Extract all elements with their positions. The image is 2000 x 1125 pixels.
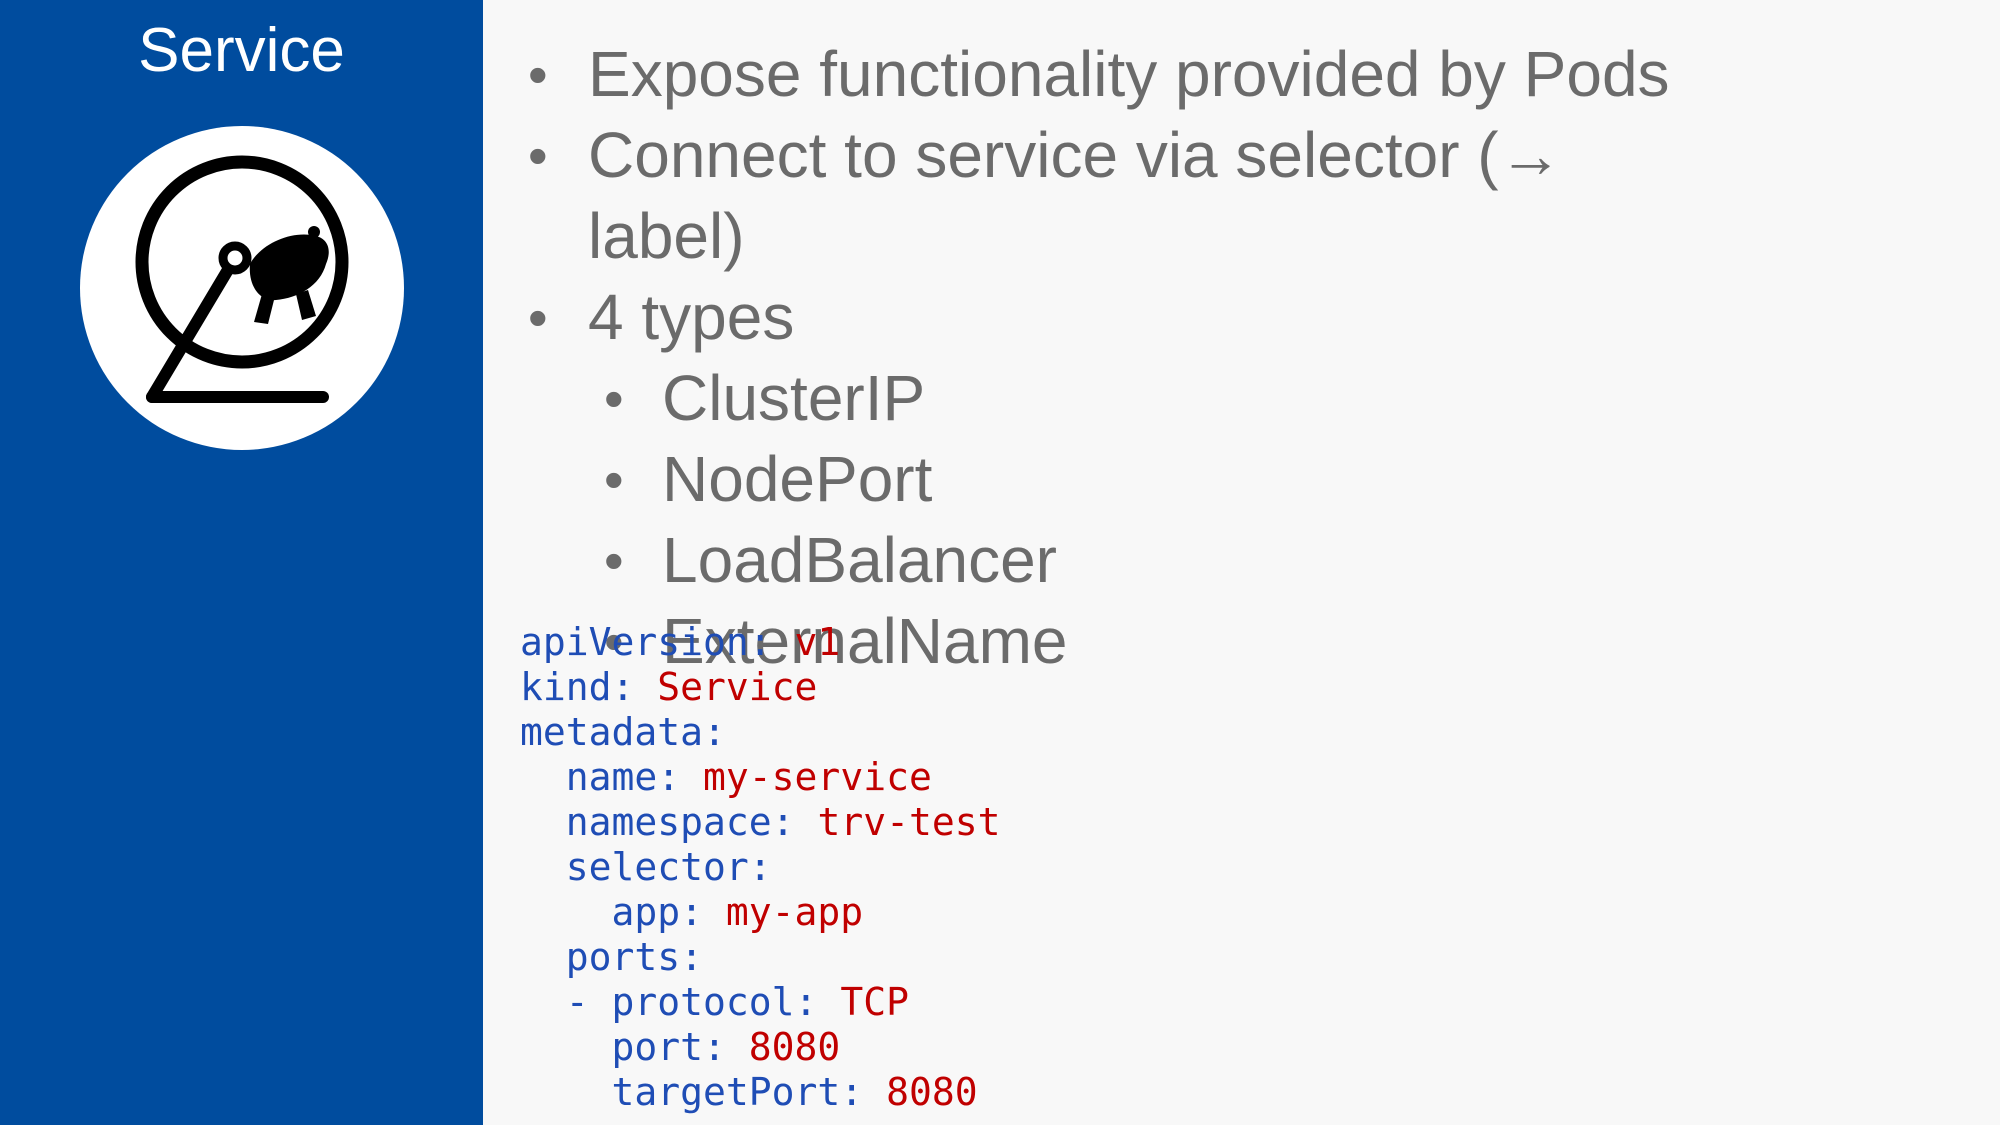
bullet-text: Expose functionality provided by Pods xyxy=(588,38,1670,110)
bullet-item: • 4 types xyxy=(520,277,1940,358)
code-value: 8080 xyxy=(886,1070,978,1114)
code-indent xyxy=(520,800,566,844)
code-line: namespace: trv-test xyxy=(520,800,1001,845)
bullet-dot: • xyxy=(528,43,548,106)
code-value: Service xyxy=(657,665,818,709)
bullet-item: • Expose functionality provided by Pods xyxy=(520,34,1940,115)
code-key: namespace: xyxy=(565,800,818,844)
code-line: metadata: xyxy=(520,710,1000,755)
code-indent xyxy=(520,935,566,979)
code-line: - protocol: TCP xyxy=(520,980,1000,1025)
code-key: metadata: xyxy=(520,710,726,754)
code-value: my-app xyxy=(725,890,864,934)
code-key: - protocol: xyxy=(565,980,841,1024)
code-key: name: xyxy=(565,755,704,799)
code-line: app: my-app xyxy=(520,890,1000,935)
logo-badge xyxy=(80,126,404,450)
bullet-dot: • xyxy=(604,367,624,430)
code-line: name: my-service xyxy=(520,755,1000,800)
code-indent xyxy=(520,845,566,889)
bullet-text: NodePort xyxy=(662,443,933,515)
bullet-text: 4 types xyxy=(588,281,795,353)
code-value: TCP xyxy=(840,980,909,1024)
bullet-dot: • xyxy=(528,286,548,349)
bullet-item: • ExternalName xyxy=(520,601,1940,682)
code-line: targetPort: 8080 xyxy=(520,1070,1000,1115)
bullet-text: ClusterIP xyxy=(662,362,926,434)
code-indent xyxy=(520,1025,612,1069)
bullet-dot: • xyxy=(604,610,624,673)
code-value: my-service xyxy=(703,755,932,799)
bullet-dot: • xyxy=(528,124,548,187)
bullet-dot: • xyxy=(604,448,624,511)
code-indent xyxy=(520,755,566,799)
code-key: port: xyxy=(611,1025,749,1069)
code-key: selector: xyxy=(565,845,772,889)
code-key: targetPort: xyxy=(611,1070,887,1114)
code-key: apiVersion: xyxy=(520,620,795,664)
code-indent xyxy=(520,890,612,934)
bullet-item: • LoadBalancer xyxy=(520,520,1940,601)
bullet-text: LoadBalancer xyxy=(662,524,1057,596)
code-key: app: xyxy=(611,890,726,934)
bullet-list: • Expose functionality provided by Pods • C… xyxy=(520,34,1940,682)
bullet-dot: • xyxy=(604,529,624,592)
code-line: selector: xyxy=(520,845,1000,890)
bullet-item: • Connect to service via selector (→ labe… xyxy=(520,115,1940,277)
bullet-text: ExternalName xyxy=(662,605,1068,677)
code-line: port: 8080 xyxy=(520,1025,1000,1070)
code-key: kind: xyxy=(520,665,658,709)
bullet-item: • NodePort xyxy=(520,439,1940,520)
code-value: v1 xyxy=(794,620,841,664)
bullet-item: • ClusterIP xyxy=(520,358,1940,439)
code-value: trv-test xyxy=(817,800,1001,844)
code-indent xyxy=(520,1070,612,1114)
code-line: kind: Service xyxy=(520,665,1000,710)
sidebar: Service xyxy=(0,0,483,1125)
code-key: ports: xyxy=(565,935,704,979)
hamster-wheel-icon xyxy=(135,155,349,403)
code-line: apiVersion: v1 xyxy=(520,620,1000,665)
slide-title: Service xyxy=(138,16,345,85)
code-indent xyxy=(520,980,566,1024)
bullet-text: Connect to service via selector (→ label… xyxy=(588,119,1563,272)
code-line: ports: xyxy=(520,935,1000,980)
code-value: 8080 xyxy=(748,1025,841,1069)
